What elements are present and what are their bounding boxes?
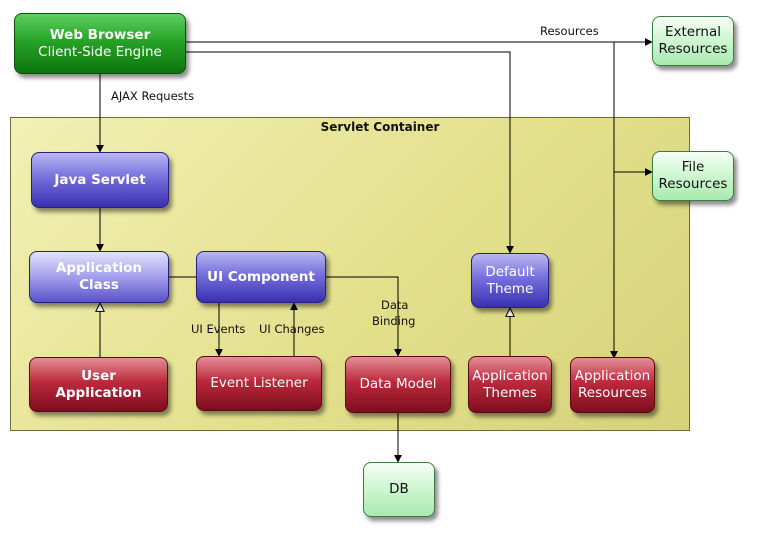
data-model-node: Data Model [345,356,451,413]
application-resources-line2: Resources [578,385,647,401]
db-label: DB [389,481,409,497]
web-browser-subtitle: Client-Side Engine [38,43,162,60]
db-node: DB [363,462,435,517]
ui-component-label: UI Component [207,268,315,285]
application-themes-line1: Application [472,367,548,384]
resources-label: Resources [540,24,599,38]
default-theme-line1: Default [485,263,535,280]
default-theme-node: Default Theme [471,253,549,308]
file-resources-line2: Resources [658,176,728,192]
default-theme-line2: Theme [486,280,534,297]
user-application-line2: Application [55,384,142,401]
edge-browser-theme [186,51,514,254]
ajax-requests-label: AJAX Requests [111,89,195,103]
java-servlet-label: Java Servlet [54,171,146,188]
event-listener-label: Event Listener [210,375,308,391]
application-class-node: Application Class [29,251,169,303]
application-class-line2: Class [79,277,119,293]
application-class-line1: Application [55,260,143,276]
web-browser-title: Web Browser [49,26,151,43]
edge-data-binding [326,276,402,357]
servlet-container-title: Servlet Container [320,120,440,134]
ui-component-node: UI Component [196,251,326,303]
application-resources-node: Application Resources [570,357,655,413]
data-binding-label-line2: Binding [372,314,416,328]
ui-changes-label: UI Changes [259,322,325,336]
application-resources-line1: Application [574,368,651,384]
external-resources-node: External Resources [652,16,734,66]
user-application-line1: User [81,367,116,384]
data-model-label: Data Model [359,376,437,392]
external-resources-line2: Resources [658,41,728,57]
event-listener-node: Event Listener [196,356,322,411]
data-binding-label-line1: Data [381,298,409,312]
application-themes-node: Application Themes [468,356,552,413]
web-browser-node: Web Browser Client-Side Engine [14,13,186,74]
file-resources-node: File Resources [652,151,734,201]
application-themes-line2: Themes [483,384,537,401]
file-resources-line1: File [681,159,705,175]
external-resources-line1: External [664,24,721,40]
ui-events-label: UI Events [191,322,246,336]
user-application-node: User Application [29,357,168,412]
java-servlet-node: Java Servlet [31,152,169,208]
